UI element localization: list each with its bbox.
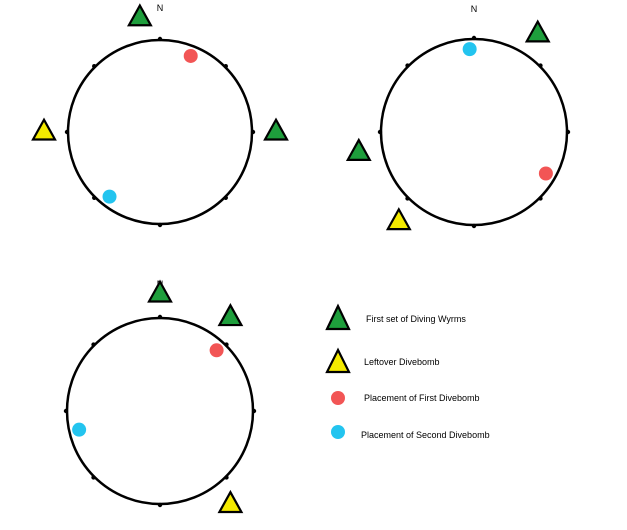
arena-diagram-1: N (31, 3, 289, 228)
tick-mark (250, 129, 256, 135)
tick-mark (565, 129, 571, 135)
cyan-dot-icon (102, 189, 117, 204)
cyan-dot-icon (72, 422, 87, 437)
legend: First set of Diving Wyrms Leftover Diveb… (325, 303, 490, 440)
tick-mark (157, 222, 163, 228)
legend-label: First set of Diving Wyrms (366, 314, 466, 324)
arena-diagram-2: N (345, 4, 571, 231)
cardinal-ticks (64, 36, 256, 228)
markers (31, 3, 289, 204)
red-dot-icon (209, 343, 224, 358)
legend-label: Placement of First Divebomb (364, 393, 480, 403)
tick-mark (405, 196, 410, 201)
tick-mark (91, 475, 96, 480)
legend-label: Placement of Second Divebomb (361, 430, 490, 440)
tick-mark (471, 35, 477, 41)
cardinal-ticks (63, 314, 257, 508)
red-dot-icon (538, 166, 553, 181)
yellow-triangle-icon (385, 207, 412, 231)
tick-mark (251, 408, 257, 414)
yellow-triangle-icon (31, 117, 57, 141)
markers (345, 19, 553, 231)
north-label: N (157, 3, 164, 13)
legend-label: Leftover Divebomb (364, 357, 440, 367)
red-dot-icon (183, 48, 198, 63)
green-triangle-icon (147, 279, 173, 303)
legend-item-green: First set of Diving Wyrms (325, 303, 466, 331)
legend-item-yellow: Leftover Divebomb (325, 347, 440, 374)
legend-item-red: Placement of First Divebomb (331, 391, 480, 405)
tick-mark (471, 223, 477, 229)
tick-mark (63, 408, 69, 414)
tick-mark (223, 64, 228, 69)
tick-mark (377, 129, 383, 135)
cyan-dot-icon (331, 425, 345, 439)
tick-mark (91, 342, 96, 347)
green-triangle-icon (345, 137, 372, 161)
arena-diagram-3: N (63, 279, 257, 514)
tick-mark (405, 63, 410, 68)
green-triangle-icon (524, 19, 551, 43)
green-triangle-icon (325, 303, 351, 331)
legend-item-cyan: Placement of Second Divebomb (331, 425, 490, 440)
green-triangle-icon (217, 303, 244, 327)
tick-mark (157, 36, 163, 42)
tick-mark (224, 475, 229, 480)
markers (72, 279, 244, 514)
tick-mark (92, 195, 97, 200)
tick-mark (157, 314, 163, 320)
tick-mark (92, 64, 97, 69)
tick-mark (538, 63, 543, 68)
green-triangle-icon (263, 117, 289, 141)
north-label: N (471, 4, 478, 14)
yellow-triangle-icon (217, 489, 244, 514)
cardinal-ticks (377, 35, 571, 229)
tick-mark (224, 342, 229, 347)
tick-mark (157, 502, 163, 508)
green-triangle-icon (126, 3, 153, 27)
red-dot-icon (331, 391, 345, 405)
tick-mark (223, 195, 228, 200)
tick-mark (538, 196, 543, 201)
tick-mark (64, 129, 70, 135)
cyan-dot-icon (462, 42, 477, 57)
yellow-triangle-icon (325, 347, 351, 374)
